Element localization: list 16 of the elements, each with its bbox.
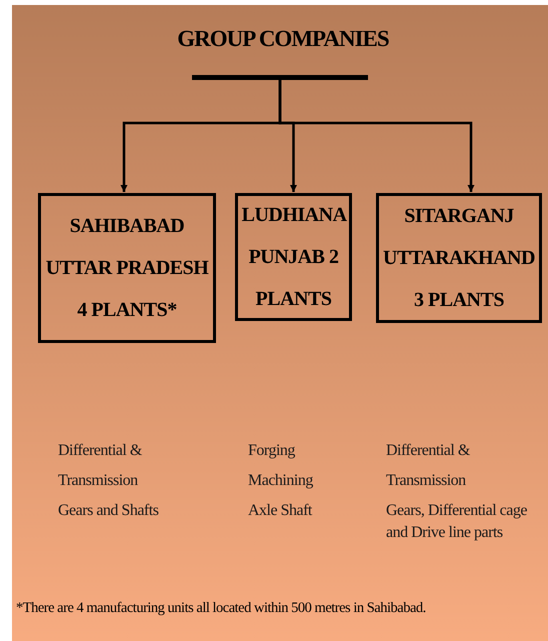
- connector-arrow: [278, 80, 474, 192]
- product-text: Gears and Shafts: [58, 501, 160, 521]
- hierarchy-bar: [192, 75, 368, 80]
- product-text: Transmission: [386, 471, 467, 491]
- product-text: Forging: [248, 441, 296, 461]
- product-text: Differential &: [58, 441, 143, 461]
- product-text: Gears, Differential cage and Drive line parts: [386, 501, 528, 543]
- product-text: Machining: [248, 471, 314, 491]
- diagram-title: GROUP COMPANIES: [176, 25, 390, 53]
- location-box: LUDHIANA PUNJAB 2 PLANTS: [235, 193, 352, 321]
- location-box: SITARGANJ UTTARAKHAND 3 PLANTS: [376, 193, 542, 323]
- product-text: Transmission: [58, 471, 139, 491]
- product-text: Differential &: [386, 441, 471, 461]
- product-text: Axle Shaft: [248, 501, 314, 521]
- footnote: *There are 4 manufacturing units all located within 500 metres in Sahibabad.: [16, 599, 427, 618]
- location-box: SAHIBABAD UTTAR PRADESH 4 PLANTS*: [38, 193, 216, 343]
